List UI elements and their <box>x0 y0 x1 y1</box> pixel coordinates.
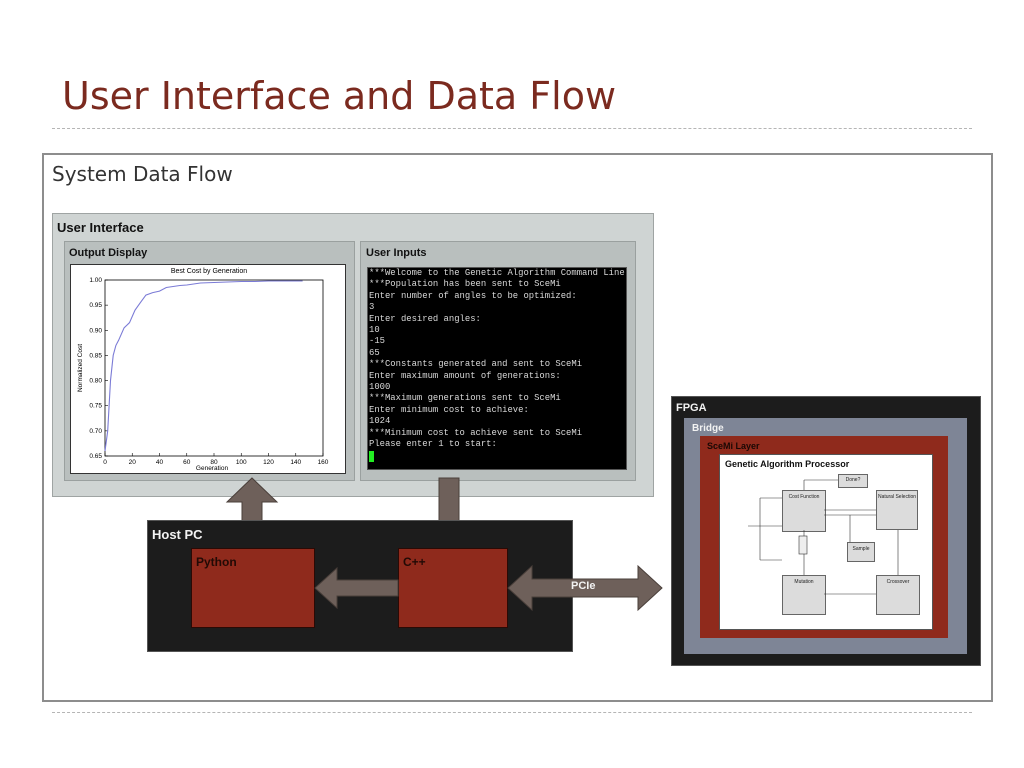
terminal-line: ***Population has been sent to SceMi <box>369 279 561 290</box>
chart-svg: Best Cost by Generation Generation Norma… <box>77 268 329 472</box>
output-display-label: Output Display <box>69 247 148 259</box>
cost-function-block: Cost Function <box>782 490 826 532</box>
y-tick-label: 0.80 <box>89 378 102 385</box>
terminal-line: 3 <box>369 302 375 313</box>
pcie-link-arrow <box>507 564 663 612</box>
terminal-line: 1000 <box>369 382 391 393</box>
chart-series-line <box>104 280 303 452</box>
x-tick-label: 80 <box>210 459 218 466</box>
terminal-line: Enter number of angles to be optimized: <box>369 290 577 301</box>
x-tick-label: 140 <box>290 459 301 466</box>
done-block: Done? <box>838 474 868 488</box>
x-tick-label: 0 <box>103 459 107 466</box>
y-tick-label: 0.65 <box>89 453 102 460</box>
user-interface-label: User Interface <box>57 220 144 235</box>
terminal-line: 1024 <box>369 416 391 427</box>
terminal-line: ***Constants generated and sent to SceMi <box>369 359 583 370</box>
best-cost-chart: Best Cost by Generation Generation Norma… <box>70 264 346 474</box>
y-tick-label: 0.85 <box>89 352 102 359</box>
x-tick-label: 100 <box>236 459 247 466</box>
x-tick-label: 120 <box>263 459 274 466</box>
y-tick-label: 0.95 <box>89 302 102 309</box>
y-tick-label: 0.75 <box>89 403 102 410</box>
title-divider <box>52 128 972 129</box>
slide-title: User Interface and Data Flow <box>62 74 617 118</box>
y-tick-label: 0.70 <box>89 428 102 435</box>
y-tick-label: 0.90 <box>89 327 102 334</box>
chart-xlabel: Generation <box>196 465 229 472</box>
terminal-line: Please enter 1 to start: <box>369 439 497 450</box>
terminal-line: Enter desired angles: <box>369 313 481 324</box>
fpga-label: FPGA <box>676 402 707 414</box>
x-tick-label: 160 <box>318 459 329 466</box>
terminal-line: ***Welcome to the Genetic Algorithm Comm… <box>369 268 625 278</box>
chart-ylabel: Normalized Cost <box>77 344 84 392</box>
terminal-line: ***Maximum generations sent to SceMi <box>369 393 561 404</box>
ga-processor-label: Genetic Algorithm Processor <box>725 459 850 469</box>
cpp-block <box>398 548 508 628</box>
terminal-console[interactable]: ***Welcome to the Genetic Algorithm Comm… <box>367 267 627 470</box>
x-tick-label: 20 <box>129 459 137 466</box>
terminal-line: 65 <box>369 347 380 358</box>
sample-block: Sample <box>847 542 875 562</box>
terminal-cursor <box>369 450 374 462</box>
crossover-block: Crossover <box>876 575 920 615</box>
terminal-line: ***Minimum cost to achieve sent to SceMi <box>369 427 583 438</box>
terminal-line: Enter minimum cost to achieve: <box>369 404 529 415</box>
terminal-line: Enter maximum amount of generations: <box>369 370 561 381</box>
x-tick-label: 40 <box>156 459 164 466</box>
chart-title: Best Cost by Generation <box>171 268 247 275</box>
cpp-label: C++ <box>403 555 426 569</box>
bridge-label: Bridge <box>692 423 724 434</box>
cpp-to-python-arrow <box>314 566 399 610</box>
terminal-line: -15 <box>369 336 385 347</box>
pcie-label: PCIe <box>571 580 596 592</box>
sceme-label: SceMi Layer <box>707 441 760 451</box>
frame-label: System Data Flow <box>52 162 233 186</box>
natural-selection-block: Natural Selection <box>876 490 918 530</box>
host-pc-label: Host PC <box>152 527 203 542</box>
y-tick-label: 1.00 <box>89 277 102 284</box>
footer-divider <box>52 712 972 713</box>
user-inputs-label: User Inputs <box>366 247 427 259</box>
python-label: Python <box>196 555 237 569</box>
mutation-block: Mutation <box>782 575 826 615</box>
x-tick-label: 60 <box>183 459 191 466</box>
ga-connections <box>748 479 899 595</box>
terminal-line: 10 <box>369 325 380 336</box>
terminal-prompt[interactable] <box>368 450 626 462</box>
